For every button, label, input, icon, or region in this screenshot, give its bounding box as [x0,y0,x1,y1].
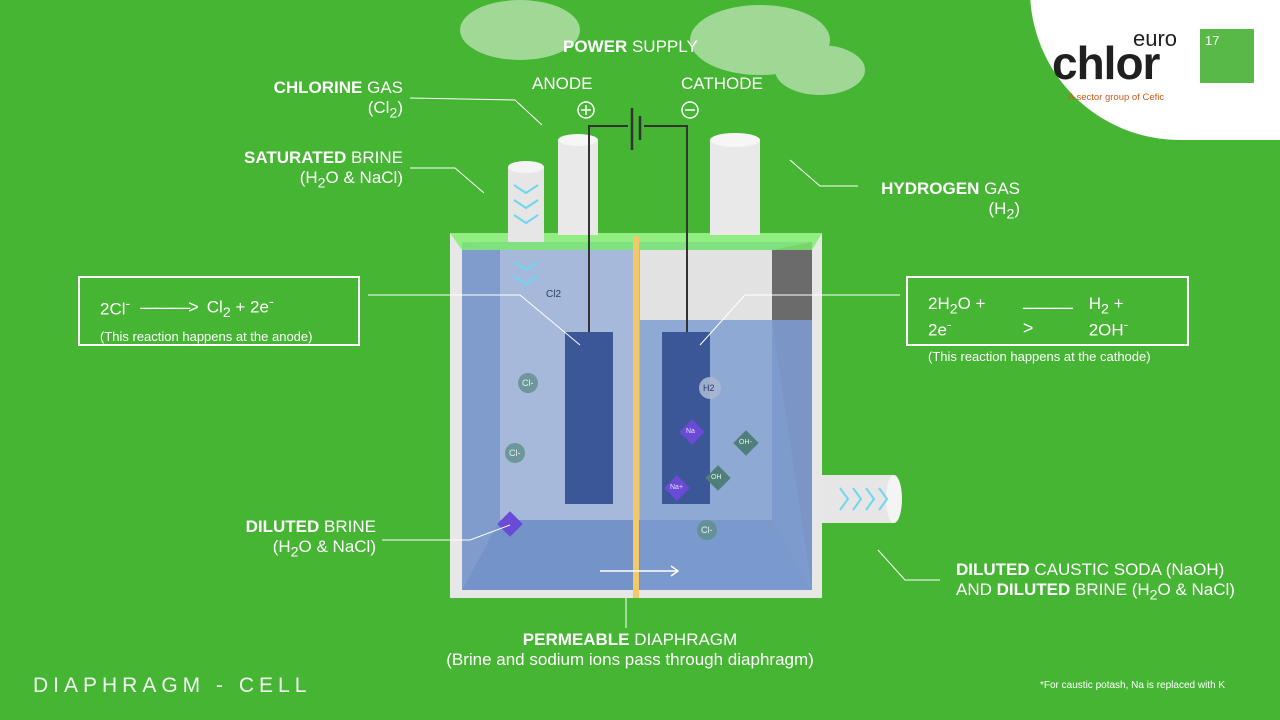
ion-oh-label-1: OH- [739,439,752,446]
ion-oh-2 [705,465,731,491]
anode-reaction-note: (This reaction happens at the anode) [100,329,313,345]
logo-chlor-text: chlor [1052,37,1160,89]
permeable-diaphragm [633,236,639,598]
ion-cl-label-3: Cl- [701,525,713,535]
ion-cl-label-1: Cl- [522,378,534,388]
footnote: *For caustic potash, Na is replaced with… [1040,680,1226,691]
anode-label: ANODE [532,74,593,93]
anode-equation: 2Cl- ———> Cl2 + 2e- [100,294,274,322]
anode-reaction-box: 2Cl- ———> Cl2 + 2e- (This reaction happe… [78,276,360,346]
ion-na-3 [497,511,523,537]
saturated-brine-label: SATURATED BRINE (H2O & NaCl) [244,148,403,192]
ion-h2 [699,377,721,399]
cathode-equation: 2H2O + 2e- ———> H2 + 2OH- [928,294,1129,341]
ion-na-label-1: Na [686,428,695,435]
cathode-label: CATHODE [681,74,763,93]
logo-tagline: A sector group of Cefic [1068,92,1165,103]
ion-oh-label-2: OH [711,474,722,481]
diluted-caustic-soda-label: DILUTED CAUSTIC SODA (NaOH) AND DILUTED … [956,560,1235,604]
permeable-diaphragm-label: PERMEABLE DIAPHRAGM (Brine and sodium io… [446,630,814,669]
power-wires [588,108,688,332]
logo-badge-number: 17 [1205,33,1220,48]
chlorine-gas-pipe [558,134,598,235]
leader-lines [368,97,940,628]
logo-badge: 17 [1200,29,1254,83]
ion-cl2-label: Cl2 [546,289,562,300]
cathode-reaction-note: (This reaction happens at the cathode) [928,349,1151,365]
ion-na-1 [679,419,705,445]
ion-cl-label-2: Cl- [509,448,521,458]
ion-oh-1 [733,430,759,456]
reaction-arrow: ———> [140,297,198,318]
power-supply-label: POWER SUPPLY [563,37,698,56]
cathode-minus-symbol [681,101,699,119]
logo-euro-text: euro [1133,26,1178,51]
caustic-outlet-pipe [822,475,902,523]
hydrogen-gas-label: HYDROGEN GAS (H2) [881,179,1020,223]
flow-arrow [600,565,680,577]
ion-cl-1 [518,373,538,393]
ion-cl-2 [505,443,525,463]
ions-layer [497,373,759,540]
anode-electrode [565,332,613,504]
ion-cl-3 [697,520,717,540]
ion-h2-label: H2 [703,383,715,393]
brine-inlet-pipe [508,161,544,286]
diagram-title: DIAPHRAGM - CELL [33,674,312,697]
ion-na-label-2: Na+ [670,484,684,491]
hydrogen-gas-pipe [710,133,760,235]
cathode-reaction-box: 2H2O + 2e- ———> H2 + 2OH- (This reaction… [906,276,1189,364]
anode-plus-symbol [577,101,595,119]
reaction-arrow: ———> [1022,296,1073,338]
ion-na-2 [664,475,690,501]
cathode-electrode [662,332,710,504]
steam-cloud [460,0,865,95]
chlorine-gas-label: CHLORINE GAS (Cl2) [273,78,403,122]
diluted-brine-label: DILUTED BRINE (H2O & NaCl) [245,517,376,561]
